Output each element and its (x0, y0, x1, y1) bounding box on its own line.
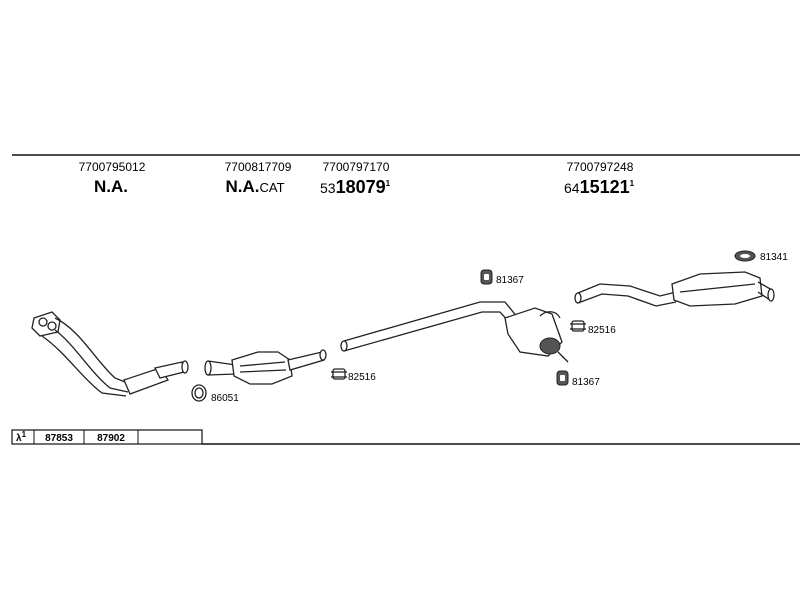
part-label-front-pipe: N.A. (94, 177, 128, 196)
rear-label-main: 15121 (580, 177, 630, 197)
lambda-table-border (11, 429, 203, 445)
catalyst-body (231, 351, 293, 385)
front-pipe-branch (54, 329, 129, 393)
fitting-label-gasket-front: 86051 (211, 393, 239, 404)
middle-pipe-lower (343, 311, 512, 352)
lambda-table-cell: 87853 (45, 433, 73, 444)
rear-pipe-lower (577, 293, 677, 307)
rear-silencer-seam (679, 283, 756, 293)
gasket-ring-icon (191, 384, 207, 402)
lambda-table: λ1 87853 87902 (11, 429, 800, 445)
catalyst-outlet-pipe (287, 351, 325, 371)
front-pipe-branch (41, 335, 127, 397)
middle-silencer-drawing (340, 301, 569, 363)
front-pipe-joint (123, 367, 169, 395)
front-pipe-branch (54, 317, 131, 385)
front-pipe-end (181, 360, 189, 374)
part-label-middle-silencer: 53180791 (320, 177, 391, 197)
fitting-label-clamp-middle: 82516 (588, 325, 616, 336)
clamp-front-drawing (331, 368, 347, 380)
middle-silencer-tail (557, 351, 569, 363)
clamp-middle-drawing (570, 320, 586, 332)
fitting-label-ring-rear: 81341 (760, 252, 788, 263)
hanger-upper-drawing (480, 269, 493, 285)
middle-silencer-detail (539, 311, 561, 319)
rear-silencer-outlet (767, 288, 775, 302)
oem-number-front-pipe: 7700795012 (79, 160, 146, 174)
middle-pipe-upper (343, 301, 519, 342)
lambda-symbol-char: λ (16, 433, 22, 444)
hanger-hole (560, 375, 565, 381)
rear-pipe-upper (577, 283, 677, 297)
lambda-symbol-sup: 1 (22, 430, 27, 439)
catalyst-inlet-end (204, 360, 212, 376)
catalyst-drawing (204, 349, 327, 385)
front-pipe-outlet (154, 361, 185, 379)
front-pipe-drawing (31, 311, 189, 397)
middle-label-sup: 1 (386, 179, 391, 188)
part-label-rear-silencer: 64151211 (564, 177, 635, 197)
middle-label-prefix: 53 (320, 180, 336, 196)
hanger-hole (484, 274, 489, 280)
part-label-catalyst: N.A.CAT (225, 177, 284, 196)
rubber-ring-hole (740, 254, 750, 258)
middle-label-main: 18079 (336, 177, 386, 197)
fitting-label-hanger-lower: 81367 (572, 377, 600, 388)
lambda-symbol: λ1 (16, 430, 27, 444)
lambda-table-cell: 87902 (97, 433, 125, 444)
ring-rear-drawing (734, 250, 756, 262)
catalyst-body-detail (239, 361, 287, 373)
rear-label-prefix: 64 (564, 180, 580, 196)
gasket-front-drawing (191, 384, 207, 402)
rear-silencer-drawing (574, 271, 775, 307)
fitting-label-hanger-upper: 81367 (496, 275, 524, 286)
catalyst-label-main: N.A. (225, 177, 259, 196)
middle-silencer-outlet (539, 337, 561, 355)
oem-number-catalyst: 7700817709 (225, 160, 292, 174)
rear-pipe-inlet-end (574, 292, 582, 304)
oem-number-rear-silencer: 7700797248 (567, 160, 634, 174)
catalyst-label-suffix: CAT (259, 180, 284, 195)
hanger-lower-drawing (556, 370, 569, 386)
front-flange-hole (38, 317, 48, 327)
rear-label-sup: 1 (630, 179, 635, 188)
catalyst-outlet-end (319, 349, 327, 361)
gasket-inner-ring (194, 387, 204, 399)
rear-silencer-body (671, 271, 763, 307)
catalyst-inlet-pipe (207, 360, 237, 376)
oem-number-middle-silencer: 7700797170 (323, 160, 390, 174)
middle-pipe-inlet-end (340, 340, 348, 352)
front-flange-hole (47, 321, 57, 331)
fitting-label-clamp-front: 82516 (348, 372, 376, 383)
